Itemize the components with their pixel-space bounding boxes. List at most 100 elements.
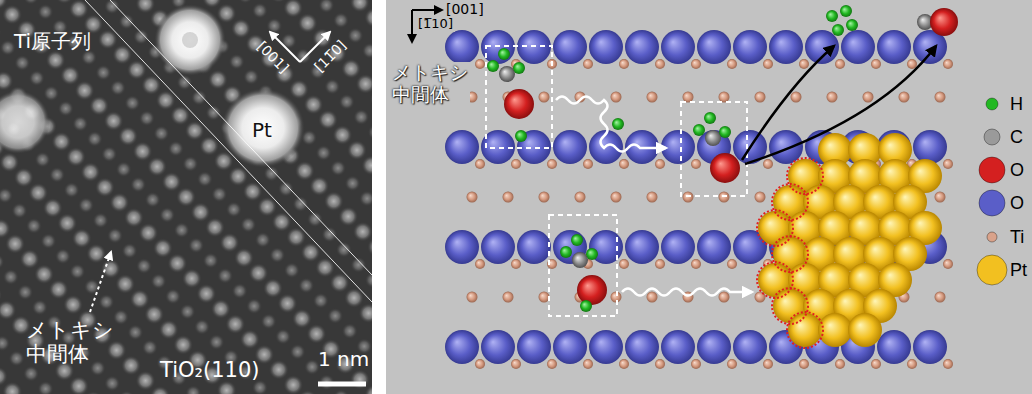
o-atom [625, 30, 659, 64]
o-atom [553, 130, 587, 164]
stm-atom [34, 264, 54, 284]
stm-atom [147, 157, 167, 177]
o-atom [589, 330, 623, 364]
stm-atom [127, 324, 143, 340]
ti-atom [935, 92, 946, 103]
stm-atom [89, 96, 109, 116]
stm-atom [0, 24, 1, 40]
o-atom [769, 30, 803, 64]
stm-atom [2, 382, 22, 394]
ti-atom [647, 92, 658, 103]
ti-atoms [475, 59, 953, 369]
ti-atom [503, 192, 514, 203]
stm-atom [333, 12, 349, 28]
stm-atom [275, 329, 291, 345]
stm-atom [150, 386, 170, 394]
ti-atom [719, 92, 730, 103]
stm-atom [110, 80, 126, 96]
stm-atom [263, 166, 279, 182]
stm-atom [35, 152, 51, 168]
stm-atom [156, 90, 176, 110]
stm-atom [98, 294, 114, 310]
stm-atom [342, 323, 358, 339]
stm-atom [364, 8, 372, 28]
stm-atom [292, 196, 308, 212]
h-atom [586, 248, 598, 260]
ti-atom [619, 259, 629, 269]
o-atom [697, 230, 731, 264]
stm-atom [336, 242, 352, 258]
stm-atom [231, 19, 251, 39]
stm-atom [95, 65, 111, 81]
o-atom [877, 330, 911, 364]
desorption-arrow [742, 46, 834, 160]
stm-atom [37, 4, 53, 20]
stm-atom [138, 223, 158, 243]
stm-atom [122, 243, 138, 259]
ti-atom [547, 359, 557, 369]
stm-atom [229, 54, 245, 70]
o-atom [517, 330, 551, 364]
stm-atom [341, 59, 361, 79]
pt-atom [788, 313, 822, 347]
ti-atom [727, 359, 737, 369]
stm-atom [304, 359, 320, 375]
stm-atom [240, 217, 256, 233]
stm-atom [194, 319, 210, 335]
atom-lattice [0, 0, 372, 394]
stm-atom [66, 147, 86, 167]
stm-atom [63, 295, 83, 315]
diffusion-arrow [556, 97, 666, 152]
ti-atom [511, 159, 521, 169]
stm-atom [246, 298, 262, 314]
h-atom [704, 112, 716, 124]
stm-atom [83, 391, 103, 394]
intermediate-label: メトキシ 中間体 [390, 62, 470, 106]
active-site-outline [772, 184, 808, 220]
stm-atom [38, 381, 54, 394]
ti-atom [907, 59, 917, 69]
legend-text: Ti [1010, 226, 1024, 248]
stm-atom [176, 187, 196, 207]
stm-atom [208, 334, 224, 350]
surface-label: TiO₂(110) [160, 358, 259, 382]
stm-atom [190, 202, 210, 222]
stm-atom [153, 125, 169, 141]
stm-atom [141, 75, 161, 95]
ti-atom [475, 159, 485, 169]
stm-atom [284, 262, 300, 278]
ti-atom [511, 359, 521, 369]
stm-atom [292, 309, 312, 329]
stm-atom [289, 79, 309, 99]
pt-particle-center [182, 32, 198, 48]
stm-atom [0, 300, 16, 320]
model-ground [386, 0, 1032, 394]
ti-atom [943, 59, 953, 69]
ti-atom [691, 59, 701, 69]
stm-atom [118, 126, 138, 146]
stm-atom [113, 309, 129, 325]
stm-atom [298, 277, 314, 293]
pt-particle [0, 90, 50, 154]
stm-atom [345, 175, 361, 191]
stm-atom [95, 177, 115, 197]
legend-text: H [1010, 93, 1023, 115]
stm-atom [237, 0, 253, 3]
stm-atom [290, 344, 306, 360]
stm-atom [2, 5, 22, 25]
ti-atom [647, 292, 658, 303]
stm-atom [136, 371, 156, 391]
ti-atom [799, 359, 809, 369]
o-atom [733, 330, 767, 364]
stm-atom [87, 131, 103, 147]
stm-atom [330, 160, 346, 176]
stm-atom [144, 304, 164, 324]
ti-atom [935, 292, 946, 303]
stm-atom [127, 60, 147, 80]
stm-atom [255, 232, 271, 248]
legend-marks [977, 98, 1007, 285]
ti-atom [619, 159, 629, 169]
stm-atom [225, 314, 245, 334]
stm-atom [332, 125, 352, 145]
o-atom [517, 230, 551, 264]
